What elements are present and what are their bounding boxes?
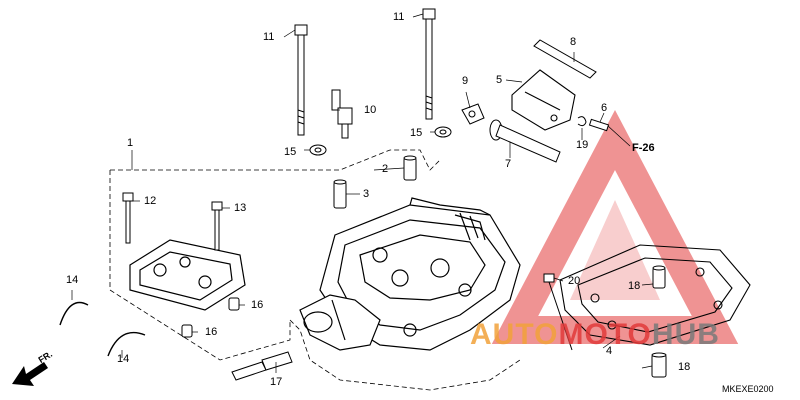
bracket-5 [511, 69, 576, 131]
callout-16b: 16 [205, 326, 218, 338]
callout-17: 17 [270, 376, 283, 388]
callout-1: 1 [127, 137, 134, 149]
leader-lines [71, 13, 654, 373]
callout-14a: 14 [66, 274, 79, 286]
o-ring-14b [107, 331, 146, 357]
callout-12: 12 [144, 195, 157, 207]
bolt-12 [122, 192, 134, 244]
callout-7: 7 [505, 158, 512, 170]
watermark-text: AUTOMOTOHUB [470, 318, 720, 352]
callout-19: 19 [576, 139, 589, 151]
spark-plug-10 [331, 89, 353, 139]
callout-11a: 11 [263, 31, 275, 43]
callout-14b: 14 [117, 353, 130, 365]
washer-15b [434, 126, 452, 138]
sleeve-3 [333, 179, 347, 209]
washer-15a [309, 144, 327, 156]
watermark-part-moto: MOTO [558, 318, 652, 351]
stud-bolt-11a [294, 24, 308, 136]
callout-8: 8 [570, 36, 577, 48]
dowel-pin-16a [228, 297, 240, 311]
front-direction-arrow [12, 362, 48, 386]
callout-3: 3 [363, 188, 370, 200]
callout-13: 13 [234, 202, 247, 214]
pin-6 [588, 118, 610, 132]
assembly-boundary [109, 149, 521, 391]
sleeve-2 [403, 155, 417, 181]
bolt-13 [211, 201, 223, 251]
o-ring-14a [59, 301, 89, 326]
dowel-pin-18a [652, 265, 666, 289]
callout-15b: 15 [410, 127, 423, 139]
callout-10: 10 [364, 104, 377, 116]
callout-4: 4 [606, 345, 613, 357]
callout-16a: 16 [251, 299, 264, 311]
callout-11b: 11 [393, 11, 405, 23]
stud-bolt-11b [422, 8, 436, 120]
callout-9: 9 [462, 75, 469, 87]
camshaft-holder [129, 239, 246, 311]
clip-19 [577, 116, 587, 127]
intake-port [299, 294, 381, 351]
shaft-8 [533, 39, 597, 79]
callout-20: 20 [568, 275, 581, 287]
diagram-code: MKEXE0200 [722, 384, 774, 394]
stud-17 [231, 351, 293, 381]
shaft-7 [489, 119, 561, 163]
callout-2: 2 [382, 163, 389, 175]
callout-18a: 18 [628, 280, 641, 292]
watermark-logo-triangle [491, 109, 739, 344]
dowel-pin-16b [181, 324, 193, 338]
reference-label: F-26 [632, 142, 655, 154]
clip-9 [461, 103, 485, 125]
callout-18b: 18 [678, 361, 691, 373]
gasket-4 [559, 244, 751, 346]
watermark-part-auto: AUTO [470, 318, 559, 351]
dowel-pin-18b [651, 352, 667, 378]
callout-5: 5 [496, 74, 503, 86]
watermark-part-hub: HUB [651, 318, 720, 351]
callout-6: 6 [601, 102, 608, 114]
callout-15a: 15 [284, 146, 297, 158]
